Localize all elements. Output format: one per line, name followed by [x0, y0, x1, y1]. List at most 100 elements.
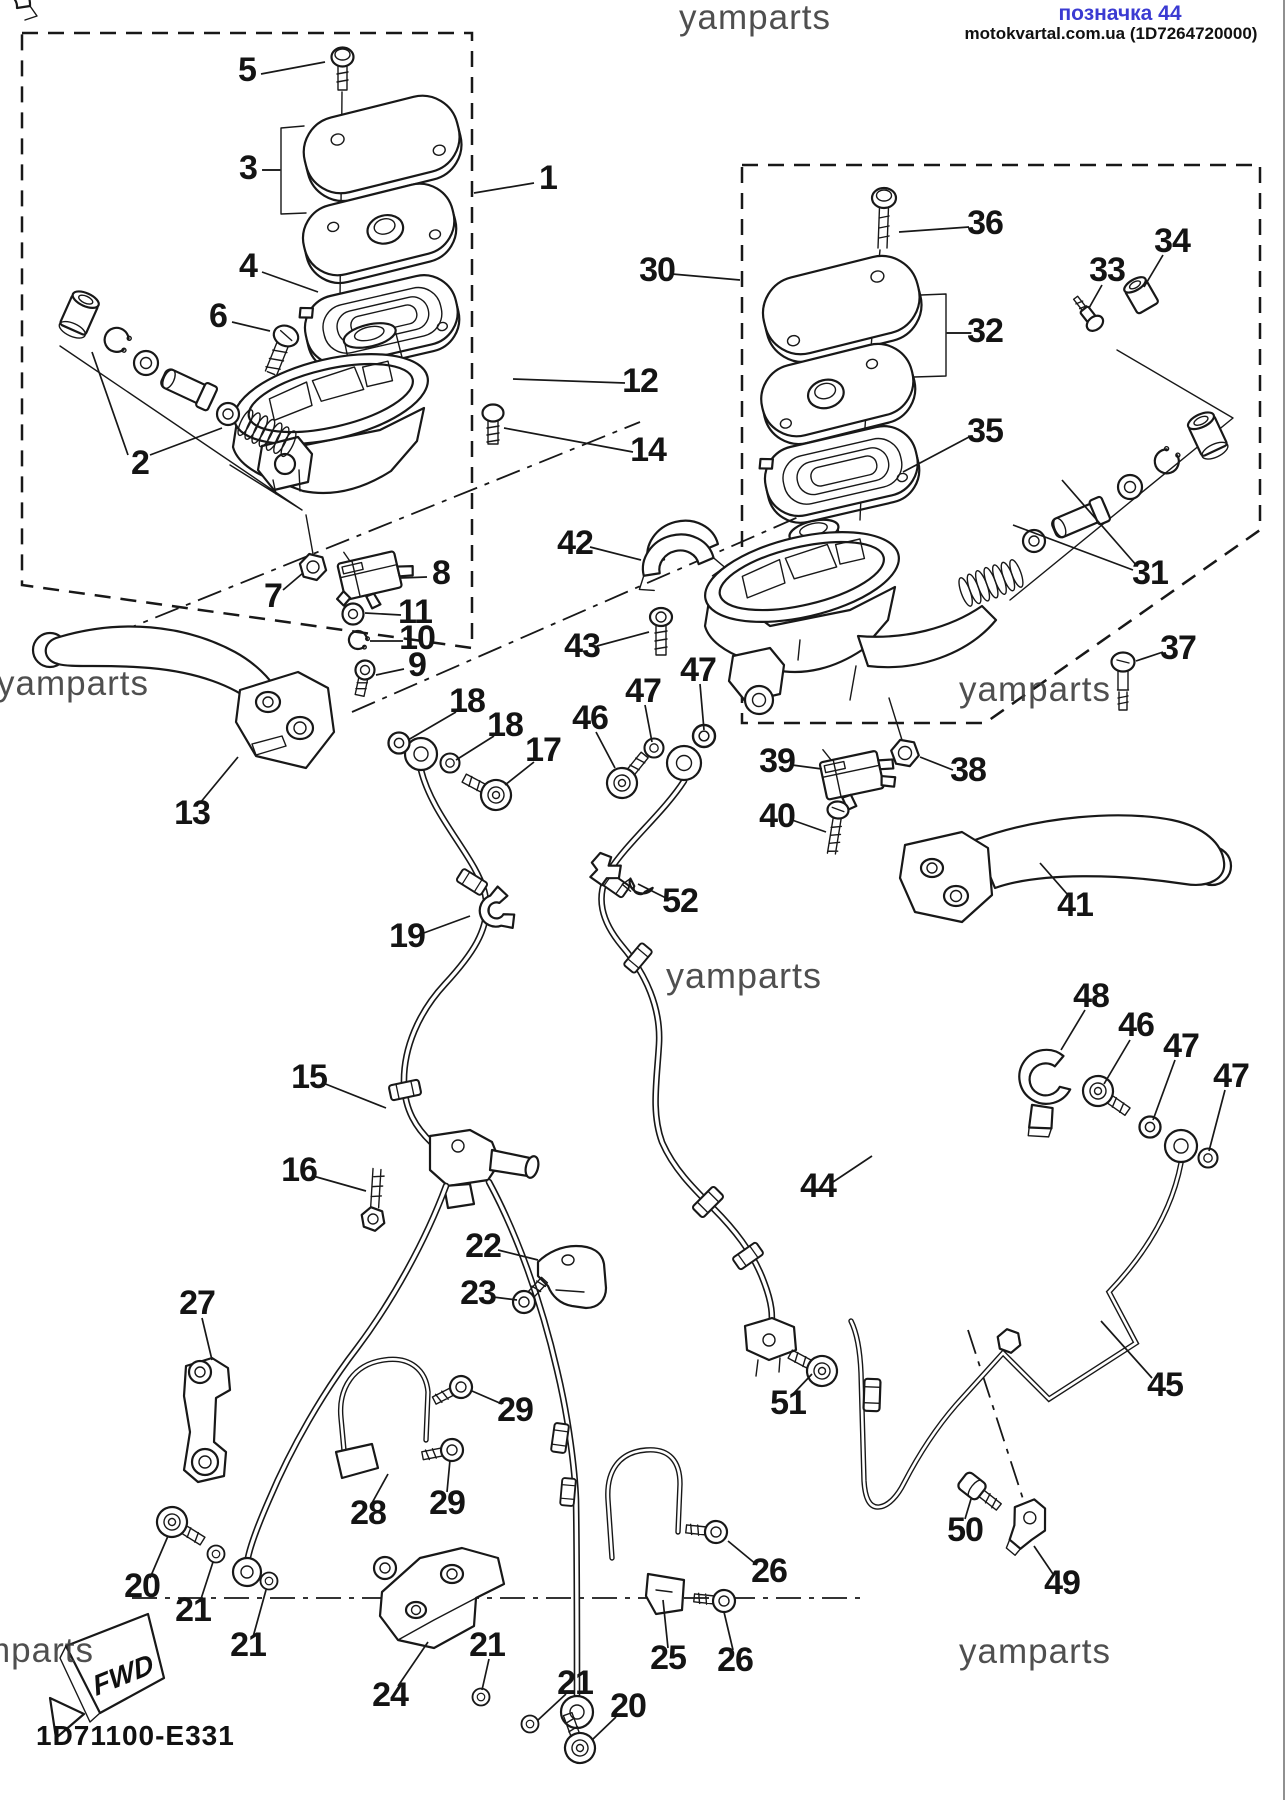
part-40-screw	[826, 800, 850, 855]
part-8-brake-switch	[335, 550, 414, 610]
leader-line-51	[793, 1373, 813, 1394]
leader-line-21	[537, 1693, 567, 1721]
part-43-bolt	[648, 606, 674, 656]
leader-line-20	[591, 1716, 617, 1741]
part-14-bolt	[481, 403, 505, 445]
part-25-guide-bracket	[605, 1447, 686, 1616]
leader-line-7	[282, 572, 304, 591]
part-24-bracket	[372, 1546, 506, 1650]
leader-line-17	[504, 761, 535, 786]
part-19-clip	[478, 885, 516, 929]
leader-line-42	[589, 546, 642, 561]
part-21-washer	[259, 1571, 279, 1591]
part-33-valve	[1072, 295, 1105, 332]
centerlines	[69, 421, 1025, 1599]
part-34-bushing	[1123, 276, 1159, 315]
leader-line-21	[252, 1589, 267, 1638]
leader-line-46	[1103, 1039, 1131, 1085]
leader-line-26	[727, 1540, 758, 1566]
leader-line-25	[662, 1599, 669, 1649]
part-18-washer	[387, 731, 411, 755]
leader-line-44	[832, 1155, 873, 1183]
leader-line-29	[446, 1459, 451, 1493]
leader-line-18	[407, 711, 457, 741]
part-16-bolt	[360, 1167, 386, 1232]
part-52-clips	[589, 851, 654, 896]
part-9-screw	[354, 659, 376, 698]
leader-line-6	[231, 321, 271, 332]
part-21-washer	[520, 1714, 540, 1734]
part-47-washer	[1197, 1147, 1219, 1169]
part-5-screw	[330, 46, 355, 91]
leader-line-35	[902, 436, 970, 473]
leader-line-5	[260, 61, 326, 75]
part-42-clamp	[638, 519, 726, 592]
leader-line-15	[322, 1082, 387, 1109]
leader-line-24	[397, 1641, 429, 1687]
part-22-bracket	[536, 1244, 608, 1310]
site-reference: motokvartal.com.ua (1D7264720000)	[964, 24, 1258, 43]
part-17-bolt	[456, 763, 518, 817]
part-13-brake-lever	[31, 625, 336, 770]
part-12-clamp	[13, 0, 38, 21]
part-35-diaphragm	[758, 425, 921, 524]
part-36-screw	[870, 186, 898, 249]
leader-line-38	[919, 756, 954, 771]
leader-line-27	[201, 1317, 213, 1361]
mark-note: позначка 44	[1058, 2, 1182, 25]
leader-line-2	[149, 427, 223, 456]
leader-line-31	[1012, 524, 1134, 571]
leader-line-39	[791, 764, 823, 770]
leader-lines	[91, 61, 1226, 1741]
diagram-part-code: 1D71100-E331	[36, 1720, 235, 1751]
leader-line-36	[898, 226, 970, 233]
part-21-washer	[206, 1544, 226, 1564]
hose-44-front-right	[597, 744, 776, 1332]
part-10-circlip	[347, 629, 371, 651]
part-49-clamp	[1005, 1498, 1047, 1556]
part-50-bolt	[957, 1471, 1002, 1511]
leader-line-52	[637, 883, 667, 899]
leader-line-43	[596, 631, 650, 647]
leader-line-16	[312, 1175, 367, 1192]
part-39-brake-switch	[818, 748, 897, 811]
leader-line-30	[671, 273, 741, 281]
part-11-washer	[341, 602, 365, 626]
part-2-piston-kit	[58, 290, 297, 458]
leader-line-14	[503, 427, 634, 453]
scan-edge-line	[1283, 0, 1285, 1800]
part-32-cap-plates	[760, 254, 923, 446]
assembly-box-left	[20, 31, 474, 650]
part-7-nut	[298, 514, 328, 582]
leader-line-48	[1060, 1009, 1086, 1051]
leader-line-41	[1039, 862, 1069, 896]
leader-line-2	[91, 351, 129, 456]
part-15-hose-joint	[428, 1128, 540, 1210]
leader-line-26	[723, 1611, 734, 1651]
part-41-brake-lever	[898, 814, 1233, 924]
leader-line-4	[261, 271, 319, 293]
leader-line-12	[512, 378, 626, 384]
leader-line-28	[371, 1473, 389, 1504]
part-45-brake-pipe	[848, 1128, 1199, 1510]
leader-line-46	[595, 731, 616, 769]
leader-line-21	[199, 1561, 214, 1603]
part-38-nut	[888, 697, 920, 768]
leader-line-23	[492, 1296, 518, 1301]
leader-line-47	[1152, 1059, 1176, 1121]
leader-line-8	[399, 576, 428, 579]
leader-line-22	[497, 1249, 539, 1261]
part-3-cap-plates	[301, 94, 463, 285]
leader-line-18	[455, 735, 495, 761]
leader-line-20	[149, 1535, 169, 1579]
fwd-badge: FWD	[48, 1612, 166, 1740]
leader-line-33	[1088, 284, 1103, 309]
part-20-bolt	[150, 1500, 212, 1555]
leader-line-50	[964, 1498, 972, 1520]
leader-line-9	[375, 668, 405, 676]
leader-line-49	[1033, 1545, 1054, 1575]
leader-line-21	[481, 1658, 490, 1691]
part-1-master-cylinder	[231, 322, 429, 495]
